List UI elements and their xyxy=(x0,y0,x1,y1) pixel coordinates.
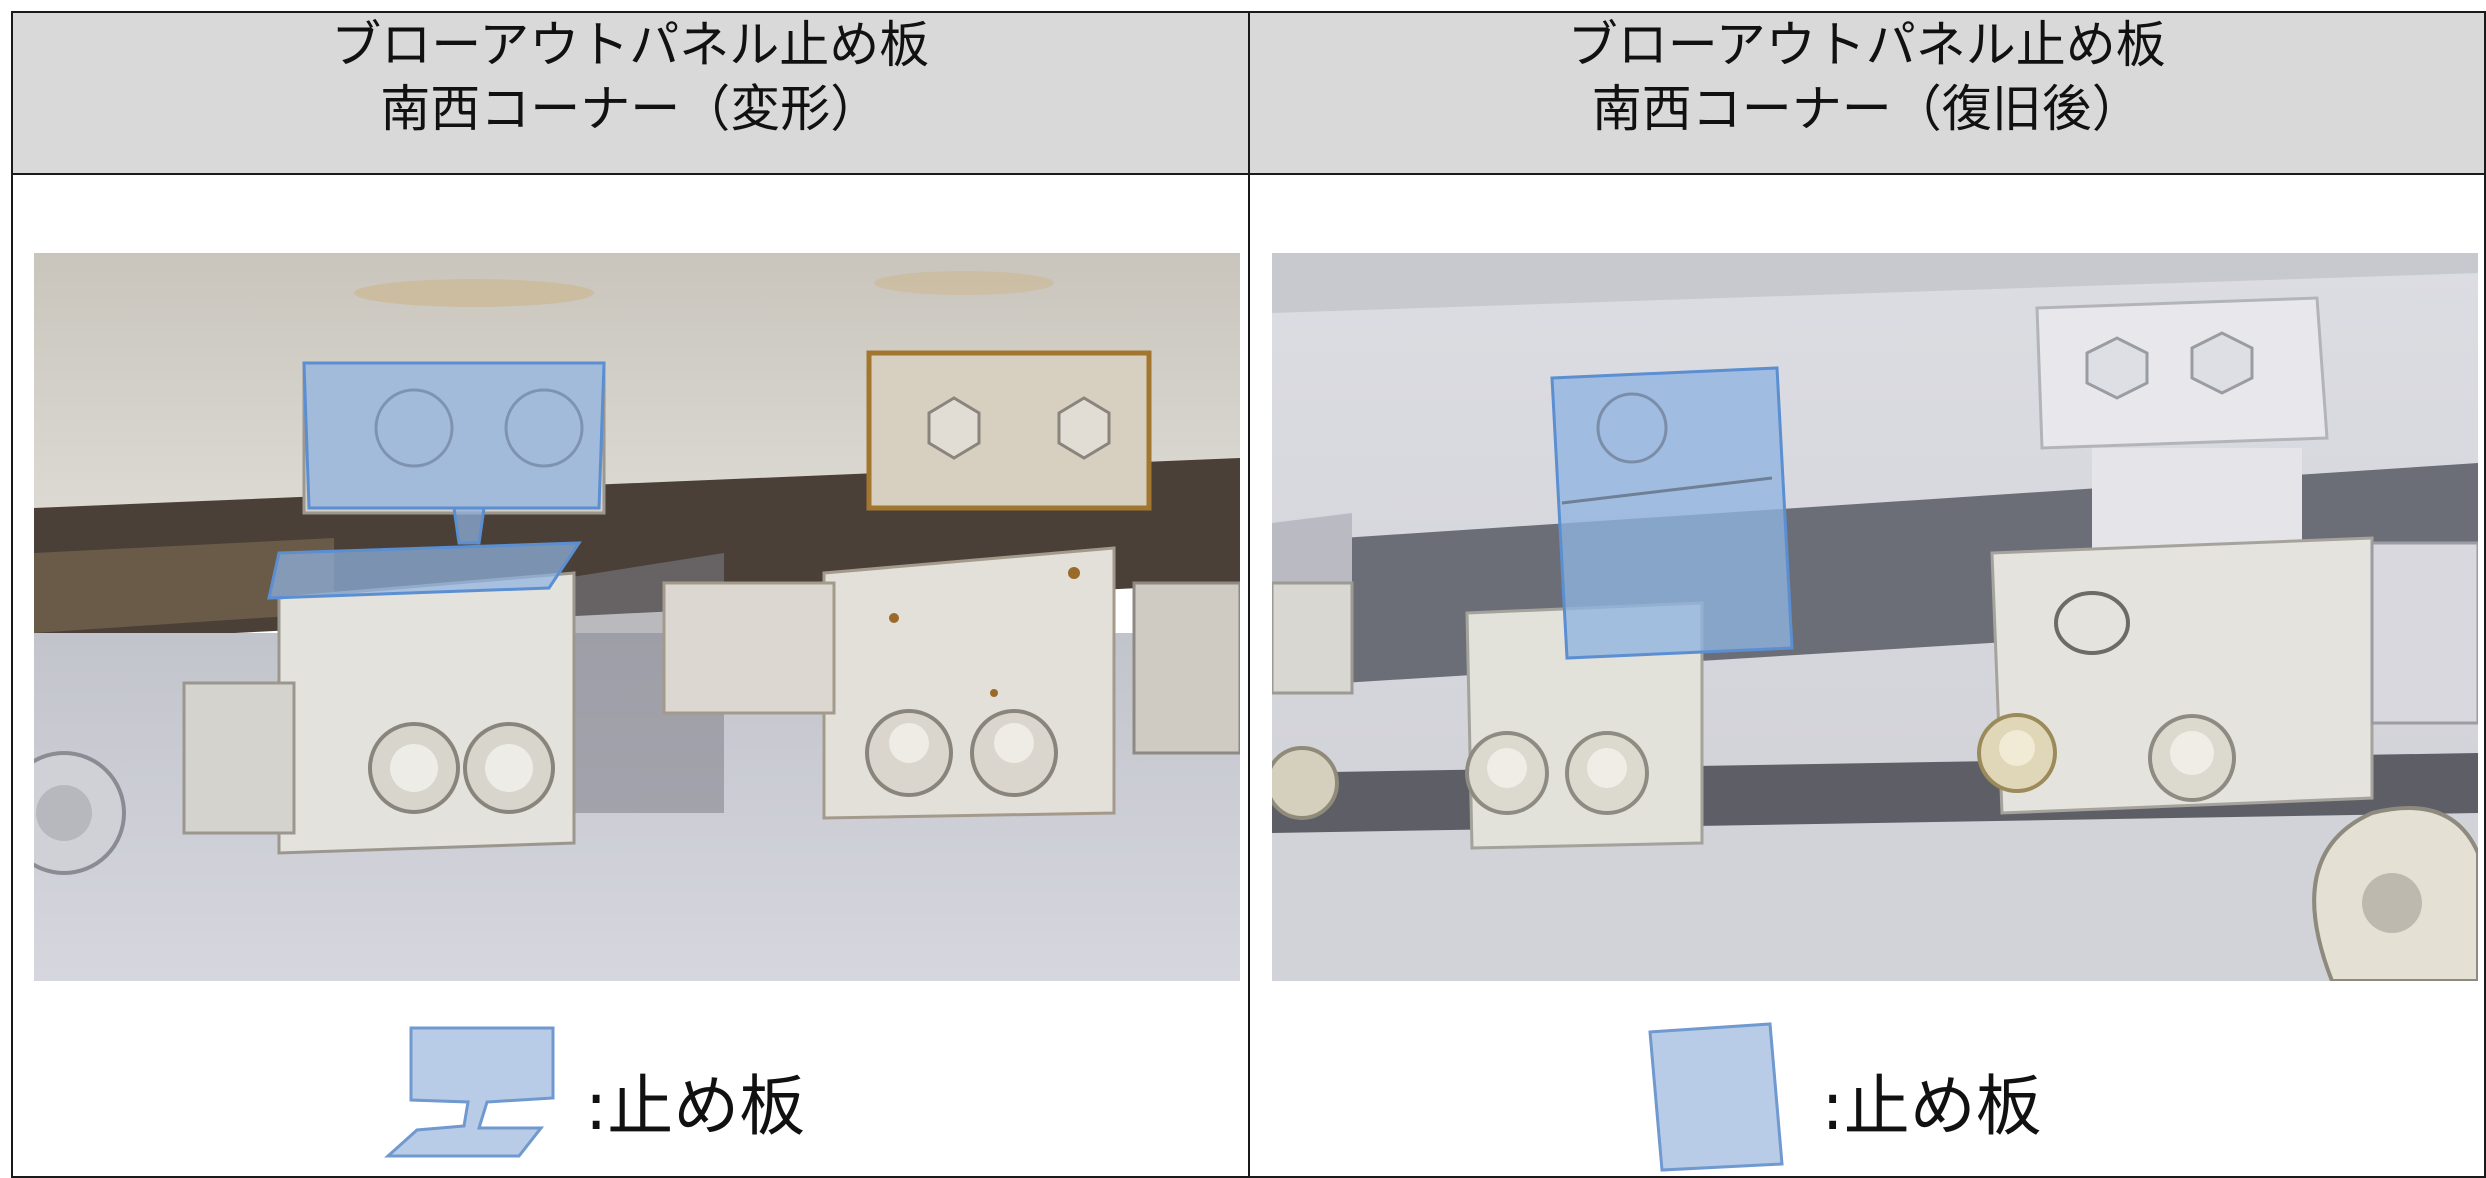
panel-header-left: ブローアウトパネル止め板 南西コーナー（変形） xyxy=(11,11,1250,175)
panel-body-right: :止め板 xyxy=(1247,173,2486,1178)
legend-left: :止め板 xyxy=(13,1018,1213,1178)
body-row: :止め板 xyxy=(11,173,2486,1178)
restored-plate-legend-icon xyxy=(1647,1022,1784,1172)
panel-body-left: :止め板 xyxy=(11,173,1250,1178)
legend-label-right: :止め板 xyxy=(1821,1068,2042,1145)
panel-title-line1-right: ブローアウトパネル止め板 xyxy=(1567,16,2166,74)
legend-label-left: :止め板 xyxy=(585,1068,806,1145)
legend-right: :止め板 xyxy=(1250,1018,2450,1178)
restored-stop-plate-photo-icon xyxy=(1271,253,2478,981)
panel-title-line1-left: ブローアウトパネル止め板 xyxy=(331,16,930,74)
comparison-table: ブローアウトパネル止め板 南西コーナー（変形） ブローアウトパネル止め板 南西コ… xyxy=(11,11,2486,1178)
panel-title-line2-left: 南西コーナー（変形） xyxy=(380,80,881,138)
deformed-stop-plate-photo-icon xyxy=(34,253,1240,981)
panel-header-right: ブローアウトパネル止め板 南西コーナー（復旧後） xyxy=(1247,11,2486,175)
panel-title-line2-right: 南西コーナー（復旧後） xyxy=(1591,80,2142,138)
header-row: ブローアウトパネル止め板 南西コーナー（変形） ブローアウトパネル止め板 南西コ… xyxy=(11,11,2486,175)
deformed-plate-legend-icon xyxy=(384,1026,555,1158)
